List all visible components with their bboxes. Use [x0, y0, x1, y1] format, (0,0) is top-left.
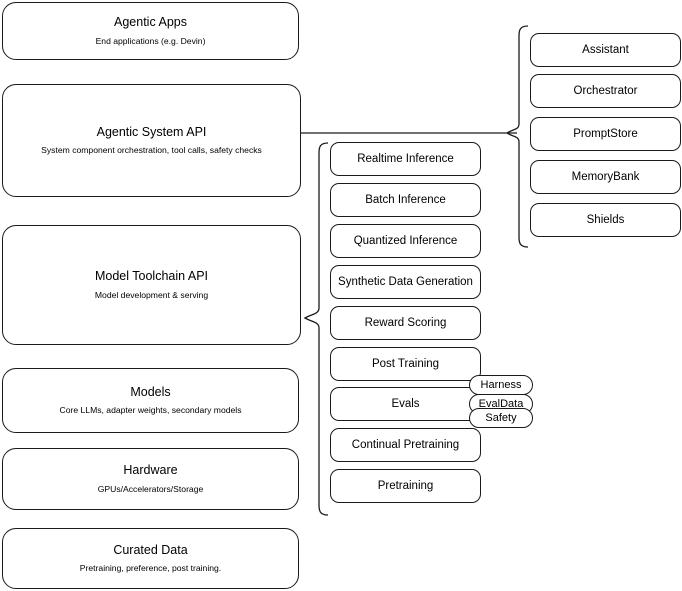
layer-subtitle: Model development & serving: [94, 289, 209, 300]
chip-shields[interactable]: Shields: [530, 203, 681, 237]
chip-label: Batch Inference: [365, 193, 446, 206]
layer-title: Curated Data: [113, 542, 188, 557]
chip-label: MemoryBank: [571, 170, 640, 183]
chip-label: Quantized Inference: [353, 234, 458, 247]
layer-agentic-system-api[interactable]: Agentic System API System component orch…: [2, 84, 301, 197]
layer-models[interactable]: Models Core LLMs, adapter weights, secon…: [2, 368, 299, 433]
layer-subtitle: Pretraining, preference, post training.: [79, 563, 222, 574]
chip-realtime-inference[interactable]: Realtime Inference: [330, 142, 481, 176]
layer-subtitle: GPUs/Accelerators/Storage: [97, 483, 204, 494]
chip-promptstore[interactable]: PromptStore: [530, 117, 681, 151]
chip-label: Synthetic Data Generation: [338, 275, 473, 288]
chip-batch-inference[interactable]: Batch Inference: [330, 183, 481, 217]
layer-title: Agentic System API: [96, 124, 207, 139]
pill-label: Harness: [480, 379, 522, 391]
chip-pretraining[interactable]: Pretraining: [330, 469, 481, 503]
chip-label: Orchestrator: [573, 84, 638, 97]
chip-continual-pretraining[interactable]: Continual Pretraining: [330, 428, 481, 462]
layer-title: Agentic Apps: [114, 15, 187, 30]
chip-label: Pretraining: [377, 479, 434, 492]
layer-subtitle: System component orchestration, tool cal…: [41, 145, 262, 156]
chip-evals[interactable]: Evals: [330, 387, 481, 421]
pill-safety[interactable]: Safety: [469, 408, 533, 428]
chip-label: Continual Pretraining: [351, 438, 460, 451]
pill-label: EvalData: [478, 398, 524, 410]
layer-subtitle: Core LLMs, adapter weights, secondary mo…: [59, 405, 242, 416]
chip-memorybank[interactable]: MemoryBank: [530, 160, 681, 194]
chip-post-training[interactable]: Post Training: [330, 347, 481, 381]
chip-orchestrator[interactable]: Orchestrator: [530, 74, 681, 108]
layer-hardware[interactable]: Hardware GPUs/Accelerators/Storage: [2, 448, 299, 510]
chip-synthetic-data-generation[interactable]: Synthetic Data Generation: [330, 265, 481, 299]
chip-label: Evals: [391, 397, 420, 410]
layer-agentic-apps[interactable]: Agentic Apps End applications (e.g. Devi…: [2, 2, 299, 60]
layer-title: Hardware: [123, 463, 178, 478]
chip-label: PromptStore: [573, 127, 638, 140]
layer-model-toolchain-api[interactable]: Model Toolchain API Model development & …: [2, 225, 301, 345]
chip-quantized-inference[interactable]: Quantized Inference: [330, 224, 481, 258]
chip-label: Reward Scoring: [364, 316, 447, 329]
layer-title: Model Toolchain API: [94, 269, 209, 284]
chip-assistant[interactable]: Assistant: [530, 33, 681, 67]
chip-reward-scoring[interactable]: Reward Scoring: [330, 306, 481, 340]
layer-title: Models: [130, 384, 171, 399]
chip-label: Shields: [586, 213, 625, 226]
layer-subtitle: End applications (e.g. Devin): [95, 35, 206, 46]
pill-label: Safety: [485, 412, 517, 424]
layer-curated-data[interactable]: Curated Data Pretraining, preference, po…: [2, 528, 299, 589]
chip-label: Assistant: [582, 43, 629, 56]
chip-label: Post Training: [371, 357, 440, 370]
pill-harness[interactable]: Harness: [469, 375, 533, 395]
chip-label: Realtime Inference: [357, 152, 454, 165]
